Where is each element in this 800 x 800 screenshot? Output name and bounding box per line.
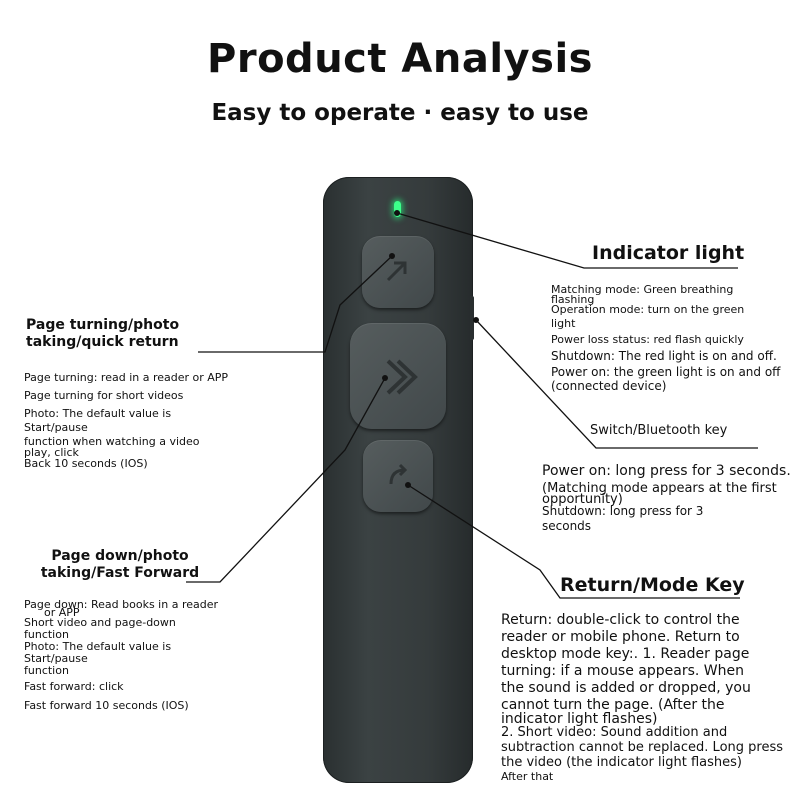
switch-bluetooth-text: Power on: long press for 3 seconds. (Mat… xyxy=(542,463,791,534)
text-line: (Matching mode appears at the first xyxy=(542,481,777,496)
page-up-key xyxy=(362,236,434,308)
heading-line: Page turning/photo xyxy=(26,317,180,333)
text-line: Power loss status: red flash quickly xyxy=(551,333,744,346)
text-line: Shutdown: The red light is on and off. xyxy=(551,349,777,363)
text-line: Photo: The default value is xyxy=(24,640,172,653)
text-line: desktop mode key:. 1. Reader page xyxy=(501,646,750,662)
text-line: Power on: the green light is on and off xyxy=(551,365,781,379)
text-line: (connected device) xyxy=(551,379,667,393)
text-line: function xyxy=(24,664,69,677)
right-chevron-icon xyxy=(386,359,418,395)
return-mode-text: Return: double-click to control the read… xyxy=(501,612,783,784)
text-line: Operation mode: turn on the green xyxy=(551,303,745,316)
text-line: After that xyxy=(501,770,554,783)
text-line: Back 10 seconds (IOS) xyxy=(24,457,148,470)
text-line: Matching mode: Green breathing xyxy=(551,283,734,296)
page-turning-heading: Page turning/photo taking/quick return xyxy=(26,317,179,351)
text-line: indicator light flashes) xyxy=(501,711,658,727)
text-line: light xyxy=(551,317,576,330)
indicator-light-text: Matching mode: Green breathing flashing … xyxy=(551,283,780,393)
heading-line: taking/quick return xyxy=(26,334,179,350)
return-mode-heading: Return/Mode Key xyxy=(560,574,745,596)
text-line: Return: double-click to control the xyxy=(501,612,740,628)
text-line: 2. Short video: Sound addition and xyxy=(501,725,728,740)
text-line: function when watching a video xyxy=(24,435,200,448)
text-line: Start/pause xyxy=(24,421,88,434)
heading-line: taking/Fast Forward xyxy=(40,565,200,581)
page-down-text: Page down: Read books in a reader or APP… xyxy=(24,598,218,713)
text-line: Page turning: read in a reader or APP xyxy=(24,371,229,384)
page-turning-text: Page turning: read in a reader or APP Pa… xyxy=(24,371,228,471)
text-line: subtraction cannot be replaced. Long pre… xyxy=(501,740,784,755)
indicator-led xyxy=(394,201,401,217)
return-mode-key xyxy=(363,440,433,512)
text-line: flashing xyxy=(551,293,595,306)
text-line: or APP xyxy=(44,606,80,619)
switch-bluetooth-heading: Switch/Bluetooth key xyxy=(590,423,728,438)
text-line: opportunity) xyxy=(542,492,623,507)
text-line: Start/pause xyxy=(24,652,88,665)
text-line: Shutdown: long press for 3 xyxy=(542,504,704,518)
text-line: Fast forward: click xyxy=(24,680,124,693)
switch-bluetooth-side-button xyxy=(470,296,474,340)
indicator-light-heading: Indicator light xyxy=(592,242,745,264)
text-line: Page down: Read books in a reader xyxy=(24,598,219,611)
heading-line: Page down/photo xyxy=(51,548,189,564)
text-line: turning: if a mouse appears. When xyxy=(501,663,744,679)
text-line: play, click xyxy=(24,446,79,459)
page-down-heading: Page down/photo taking/Fast Forward xyxy=(30,548,210,582)
text-line: Page turning for short videos xyxy=(24,389,184,402)
page-subtitle: Easy to operate · easy to use xyxy=(211,100,589,126)
text-line: the video (the indicator light flashes) xyxy=(501,755,742,770)
return-icon xyxy=(389,463,408,485)
text-line: Power on: long press for 3 seconds. xyxy=(542,463,791,479)
text-line: Photo: The default value is xyxy=(24,407,172,420)
text-line: cannot turn the page. (After the xyxy=(501,697,725,713)
text-line: seconds xyxy=(542,519,592,533)
text-line: Short video and page-down xyxy=(24,616,176,629)
up-arrow-icon xyxy=(386,261,407,282)
text-line: the sound is added or dropped, you xyxy=(501,680,751,696)
page-title: Product Analysis xyxy=(207,36,593,82)
text-line: reader or mobile phone. Return to xyxy=(501,629,740,645)
text-line: function xyxy=(24,628,69,641)
text-line: Fast forward 10 seconds (IOS) xyxy=(24,699,189,712)
